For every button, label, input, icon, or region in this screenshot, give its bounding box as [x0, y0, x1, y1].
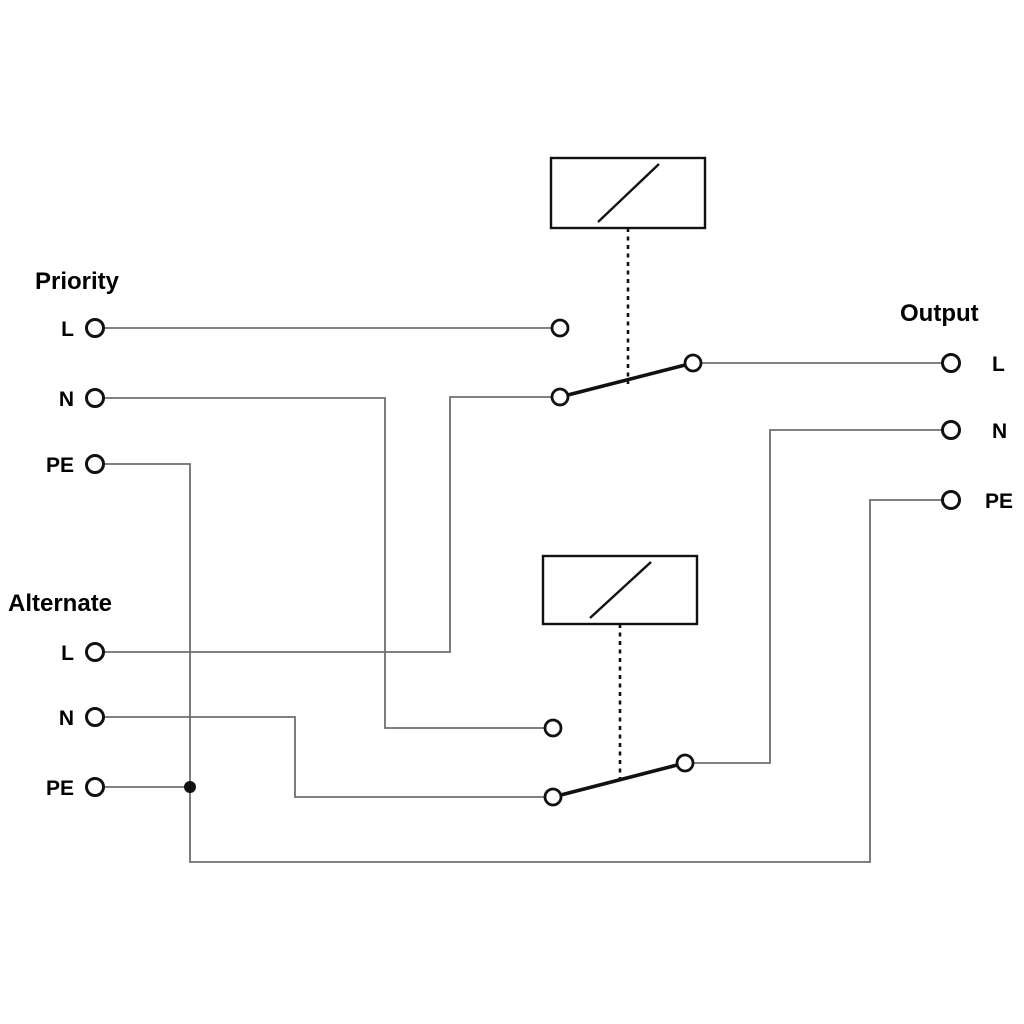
output-n-wire [693, 429, 943, 764]
priority-n-terminal [85, 388, 105, 408]
alternate-group-label: Alternate [8, 590, 112, 617]
priority-n-wire [103, 397, 545, 729]
pe-junction [184, 781, 196, 793]
output-pe-terminal [941, 490, 961, 510]
switch2-blade [551, 761, 687, 799]
switch2-contact-priority-circle [543, 718, 563, 738]
alternate-l-label: L [61, 642, 74, 665]
output-l-label: L [992, 353, 1005, 376]
output-group-label: Output [900, 300, 979, 327]
alternate-pe-terminal [85, 777, 105, 797]
switch1-common-circle [683, 353, 703, 373]
alternate-n-wire [103, 716, 545, 798]
priority-pe-label: PE [46, 454, 74, 477]
relay-coil-2-diagonal [589, 561, 652, 619]
priority-pe-terminal [85, 454, 105, 474]
alternate-l-terminal [85, 642, 105, 662]
alternate-pe-label: PE [46, 777, 74, 800]
switch1-contact-priority-circle [550, 318, 570, 338]
switch2-common-circle [675, 753, 695, 773]
priority-n-label: N [59, 388, 74, 411]
priority-l-label: L [61, 318, 74, 341]
switch1-contact-alternate-circle [550, 387, 570, 407]
output-l-terminal [941, 353, 961, 373]
pe-bus-wire [103, 463, 943, 863]
alternate-l-wire [103, 396, 552, 653]
output-n-label: N [992, 420, 1007, 443]
switch1-blade [558, 361, 695, 399]
priority-l-terminal [85, 318, 105, 338]
output-n-terminal [941, 420, 961, 440]
alternate-n-terminal [85, 707, 105, 727]
switch2-contact-alternate-circle [543, 787, 563, 807]
output-pe-label: PE [985, 490, 1013, 513]
relay-coil-1-diagonal [597, 163, 660, 223]
priority-group-label: Priority [35, 268, 120, 295]
alternate-n-label: N [59, 707, 74, 730]
